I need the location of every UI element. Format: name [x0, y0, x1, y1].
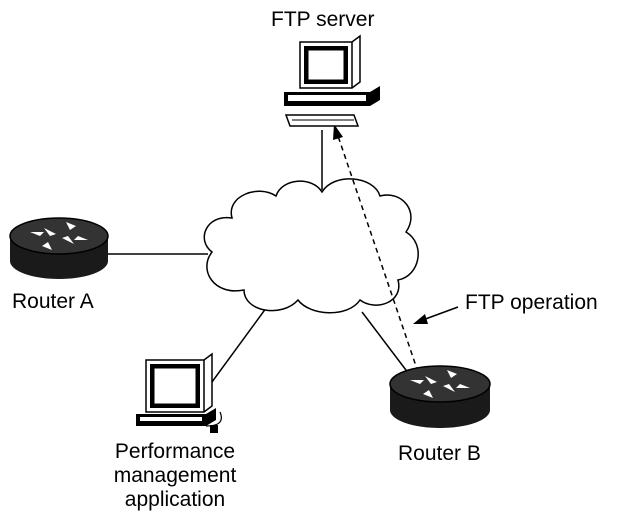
workstation-icon — [136, 352, 222, 433]
router-b-label: Router B — [398, 442, 481, 465]
server-workstation-icon — [284, 34, 380, 127]
network-cloud-icon — [203, 178, 419, 314]
ftp-operation-arrowhead — [333, 124, 343, 140]
ftp-operation-callout-arrowhead — [413, 314, 428, 324]
pm-app-label-line3: application — [124, 488, 226, 511]
router-icon — [9, 217, 109, 279]
ftp-server-label: FTP server — [271, 8, 375, 31]
link-cloud-router-b — [361, 311, 413, 379]
pm-app-label-line1: Performance — [114, 440, 236, 463]
ftp-operation-dashed-arrow — [336, 132, 419, 373]
router-icon — [389, 365, 491, 428]
ftp-operation-label: FTP operation — [465, 291, 598, 314]
pm-app-label-line2: management — [113, 464, 237, 487]
router-a-label: Router A — [12, 290, 94, 313]
link-cloud-workstation — [211, 299, 273, 383]
